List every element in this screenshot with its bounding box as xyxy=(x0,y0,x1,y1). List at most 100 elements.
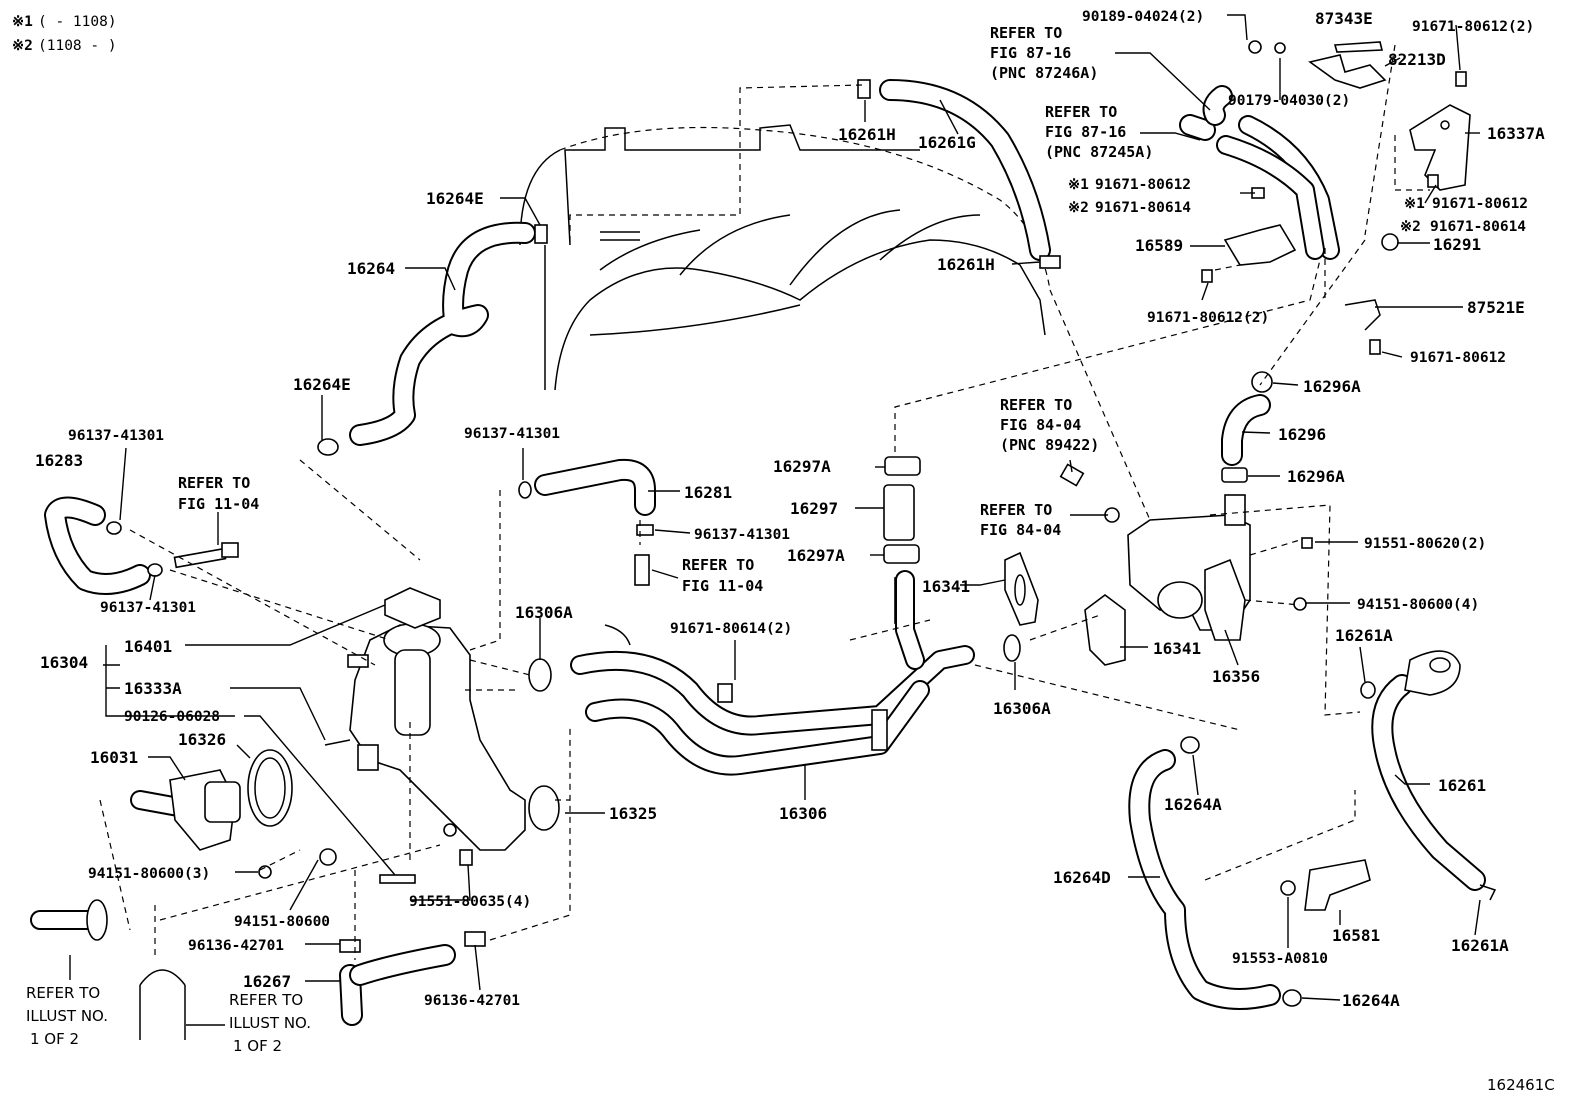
part-label[interactable]: 96136-42701 xyxy=(188,938,284,954)
hose-16264d xyxy=(1128,736,1302,1010)
part-label[interactable]: 16296 xyxy=(1278,425,1326,444)
refer-line: FIG 11-04 xyxy=(682,577,763,595)
note-mark-2: ※2 xyxy=(1068,200,1089,216)
part-label[interactable]: 16267 xyxy=(243,972,291,991)
hose-16296 xyxy=(1221,371,1273,483)
part-label[interactable]: 94151-80600(3) xyxy=(88,866,210,882)
part-label[interactable]: 16031 xyxy=(90,748,138,767)
refer-line: FIG 11-04 xyxy=(178,495,259,513)
part-label[interactable]: 90126-06028 xyxy=(124,709,220,725)
refer-line: 1 OF 2 xyxy=(233,1037,282,1055)
part-label[interactable]: 90179-04030(2) xyxy=(1228,93,1350,109)
part-label[interactable]: 87521E xyxy=(1467,298,1525,317)
part-label[interactable]: 96137-41301 xyxy=(694,527,790,543)
refer-line: (PNC 89422) xyxy=(1000,436,1099,454)
part-label[interactable]: 16297 xyxy=(790,499,838,518)
part-label[interactable]: 16261H xyxy=(838,125,896,144)
part-label[interactable]: 16341 xyxy=(1153,639,1201,658)
part-label[interactable]: 16261A xyxy=(1335,626,1393,645)
refer-line: REFER TO xyxy=(980,501,1052,519)
note-2-text: (1108 - ) xyxy=(38,38,117,54)
clip-87521e xyxy=(1344,299,1381,331)
note-1-text: ( - 1108) xyxy=(38,14,117,30)
part-label[interactable]: 16261A xyxy=(1451,936,1509,955)
part-label[interactable]: 16356 xyxy=(1212,667,1260,686)
part-label[interactable]: 96137-41301 xyxy=(464,426,560,442)
part-label[interactable]: 16261 xyxy=(1438,776,1486,795)
part-label[interactable]: 16261H xyxy=(937,255,995,274)
part-label[interactable]: 16261G xyxy=(918,133,976,152)
note-mark-2: ※2 xyxy=(1400,219,1421,235)
note-1-mark: ※1 xyxy=(12,14,33,30)
part-label[interactable]: 16296A xyxy=(1303,377,1361,396)
part-label[interactable]: 91671-80612 xyxy=(1432,196,1528,212)
part-label[interactable]: 91671-80614 xyxy=(1430,219,1526,235)
part-label[interactable]: 91551-80635(4) xyxy=(409,894,531,910)
part-label[interactable]: 87343E xyxy=(1315,9,1373,28)
part-label[interactable]: 16326 xyxy=(178,730,226,749)
refer-line: 1 OF 2 xyxy=(30,1030,79,1048)
bracket-16337a xyxy=(1409,104,1471,191)
part-label[interactable]: 16325 xyxy=(609,804,657,823)
part-label[interactable]: 94151-80600(4) xyxy=(1357,597,1479,613)
part-label[interactable]: 16264A xyxy=(1342,991,1400,1010)
part-label[interactable]: 16264E xyxy=(426,189,484,208)
note-2-mark: ※2 xyxy=(12,38,33,54)
part-label[interactable]: 91551-80620(2) xyxy=(1364,536,1486,552)
part-label[interactable]: 16297A xyxy=(773,457,831,476)
part-label[interactable]: 16306A xyxy=(993,699,1051,718)
part-label[interactable]: 91553-A0810 xyxy=(1232,951,1328,967)
note-mark-1: ※1 xyxy=(1068,177,1089,193)
bolts-top-right xyxy=(1201,40,1467,355)
part-label[interactable]: 16341 xyxy=(922,577,970,596)
part-label[interactable]: 91671-80612(2) xyxy=(1147,310,1269,326)
refer-fig-11-04-a: REFER TO FIG 11-04 xyxy=(178,474,259,513)
part-label[interactable]: 16306 xyxy=(779,804,827,823)
hose-16264 xyxy=(349,221,536,446)
refer-line: (PNC 87245A) xyxy=(1045,143,1153,161)
refer-line: ILLUST NO. xyxy=(26,1007,108,1025)
part-label[interactable]: 16264A xyxy=(1164,795,1222,814)
refer-hose-left xyxy=(30,899,186,1040)
water-inlet-housing-16304 xyxy=(319,587,526,884)
part-label[interactable]: 96137-41301 xyxy=(100,600,196,616)
part-label[interactable]: 16297A xyxy=(787,546,845,565)
part-label[interactable]: 16264E xyxy=(293,375,351,394)
refer-fig-84-04-a: REFER TO FIG 84-04 (PNC 89422) xyxy=(1000,396,1099,454)
part-label[interactable]: 16306A xyxy=(515,603,573,622)
part-label[interactable]: 16291 xyxy=(1433,235,1481,254)
refer-line: ILLUST NO. xyxy=(229,1014,311,1032)
bracket-16581 xyxy=(1280,859,1371,911)
part-label[interactable]: 96137-41301 xyxy=(68,428,164,444)
part-label[interactable]: 16401 xyxy=(124,637,172,656)
part-label[interactable]: 16283 xyxy=(35,451,83,470)
thermostat-16031 xyxy=(130,749,293,879)
refer-illust-b: REFER TO ILLUST NO. 1 OF 2 xyxy=(229,991,311,1055)
part-label[interactable]: 91671-80612 xyxy=(1095,177,1191,193)
sensor-87343e xyxy=(1308,41,1387,89)
part-label[interactable]: 16337A xyxy=(1487,124,1545,143)
part-label[interactable]: 16296A xyxy=(1287,467,1345,486)
part-label[interactable]: 16304 xyxy=(40,653,88,672)
part-label[interactable]: 16581 xyxy=(1332,926,1380,945)
part-label[interactable]: 91671-80612 xyxy=(1410,350,1506,366)
part-label[interactable]: 90189-04024(2) xyxy=(1082,9,1204,25)
intake-manifold-outline xyxy=(519,124,1051,391)
part-label[interactable]: 16589 xyxy=(1135,236,1183,255)
part-label[interactable]: 91671-80614 xyxy=(1095,200,1191,216)
refer-line: REFER TO xyxy=(1045,103,1117,121)
part-label[interactable]: 91671-80614(2) xyxy=(670,621,792,637)
refer-line: FIG 84-04 xyxy=(1000,416,1081,434)
part-label[interactable]: 82213D xyxy=(1388,50,1446,69)
part-label[interactable]: 16264 xyxy=(347,259,395,278)
part-label[interactable]: 16264D xyxy=(1053,868,1111,887)
part-label[interactable]: 94151-80600 xyxy=(234,914,330,930)
refer-line: REFER TO xyxy=(26,984,100,1002)
bracket-16589 xyxy=(1223,224,1297,266)
part-label[interactable]: 96136-42701 xyxy=(424,993,520,1009)
part-label[interactable]: 16333A xyxy=(124,679,182,698)
part-label[interactable]: 16281 xyxy=(684,483,732,502)
hose-16283 xyxy=(44,496,239,595)
part-label[interactable]: 91671-80612(2) xyxy=(1412,19,1534,35)
